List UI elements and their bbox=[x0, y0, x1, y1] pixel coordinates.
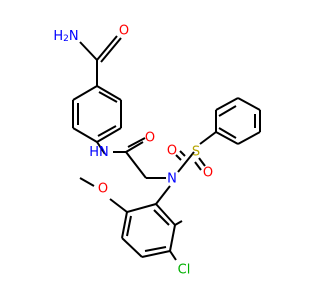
bond bbox=[100, 37, 122, 63]
amide-h: H bbox=[53, 29, 63, 44]
bond bbox=[237, 97, 261, 111]
bond bbox=[96, 85, 122, 101]
bond bbox=[194, 161, 202, 171]
chlorine-label: Cl bbox=[178, 263, 191, 278]
bond bbox=[141, 250, 171, 258]
bond bbox=[127, 137, 146, 148]
sulfonyl-oxygen-2-label: O bbox=[203, 166, 213, 181]
bond bbox=[215, 97, 239, 111]
amide-n: N bbox=[69, 29, 79, 44]
bond bbox=[215, 131, 239, 145]
bond bbox=[198, 157, 206, 167]
sulfonyl-oxygen-1-label: O bbox=[167, 144, 177, 159]
bond bbox=[179, 150, 186, 157]
sulfonamide-nitrogen-label: N bbox=[167, 172, 177, 187]
bond bbox=[237, 131, 261, 145]
bond bbox=[174, 220, 183, 226]
bond bbox=[169, 224, 176, 252]
molecule-structure: H2N O HN O N S O O O Cl bbox=[53, 24, 261, 278]
bond bbox=[96, 127, 122, 143]
amide-nh2-label: H2N bbox=[53, 29, 78, 45]
amide-h-subscript: 2 bbox=[63, 34, 69, 44]
amide-oxygen-label: O bbox=[119, 24, 129, 39]
bond bbox=[125, 141, 144, 153]
bond bbox=[79, 41, 98, 61]
bond bbox=[169, 250, 177, 261]
linker-n: N bbox=[99, 145, 109, 160]
bond bbox=[175, 154, 182, 161]
bond bbox=[125, 151, 147, 179]
bond bbox=[177, 151, 195, 173]
bond bbox=[126, 215, 132, 237]
ether-oxygen-label: O bbox=[98, 182, 108, 197]
atom-labels: H2N O HN O N S O O O Cl bbox=[53, 24, 213, 278]
bond bbox=[79, 177, 95, 187]
linker-h: H bbox=[89, 145, 99, 160]
bond bbox=[72, 127, 98, 143]
carbonyl-oxygen-label: O bbox=[145, 131, 155, 146]
bond bbox=[153, 209, 170, 226]
bond bbox=[96, 141, 106, 155]
bond bbox=[126, 203, 157, 213]
bond bbox=[155, 185, 171, 205]
bond bbox=[199, 131, 217, 145]
bond bbox=[155, 203, 176, 226]
bond bbox=[144, 246, 167, 252]
bond bbox=[97, 125, 117, 137]
bond bbox=[218, 105, 237, 117]
bond bbox=[121, 211, 128, 239]
sulfur-label: S bbox=[192, 145, 200, 160]
bond bbox=[96, 35, 118, 61]
linker-nh-label: HN bbox=[89, 145, 109, 160]
bonds bbox=[72, 35, 261, 261]
bond bbox=[72, 85, 98, 101]
bond bbox=[109, 198, 128, 213]
bond bbox=[121, 237, 143, 258]
bond bbox=[218, 127, 237, 139]
bond bbox=[98, 91, 118, 103]
